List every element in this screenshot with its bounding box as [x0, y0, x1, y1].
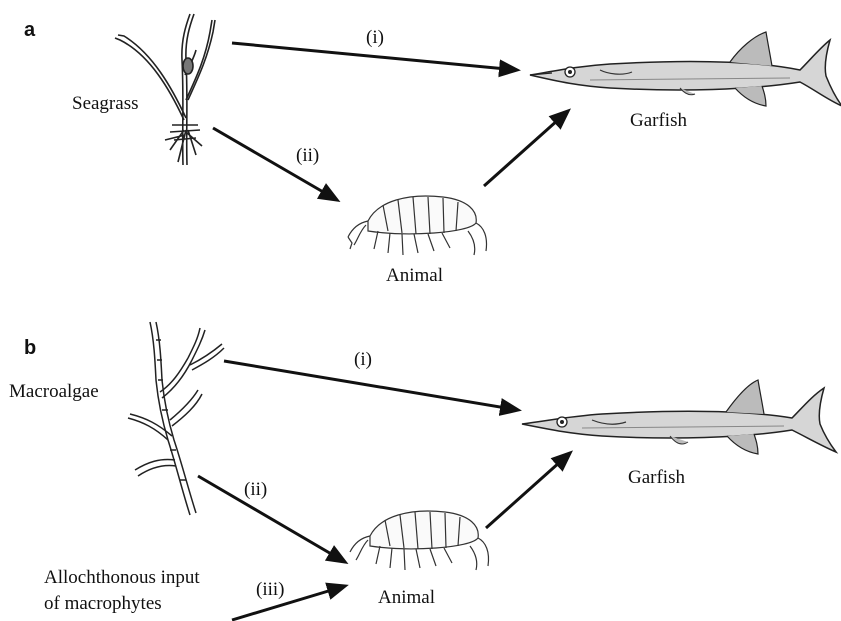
allochthonous-label-line1: Allochthonous input — [44, 568, 200, 587]
allochthonous-label-line2: of macrophytes — [44, 594, 162, 613]
garfish-icon — [522, 380, 836, 454]
amphipod-icon — [348, 196, 487, 255]
macroalgae-icon — [128, 322, 224, 515]
arrow-animal-to-garfish — [484, 111, 568, 186]
animal-label-b: Animal — [378, 588, 435, 607]
garfish-label-a: Garfish — [630, 111, 687, 130]
macroalgae-label: Macroalgae — [9, 382, 99, 401]
seagrass-icon — [115, 14, 215, 165]
panel-a: a Seagrass (i) (ii) Animal Garfish — [0, 0, 841, 300]
arrow-macroalgae-to-animal — [198, 476, 345, 562]
path-label-ii-b: (ii) — [244, 480, 267, 499]
panel-b: b Macroalgae (i) (ii) (iii) Allochthonou… — [0, 300, 841, 621]
panel-a-letter: a — [24, 20, 35, 40]
seagrass-label: Seagrass — [72, 94, 138, 113]
animal-label-a: Animal — [386, 266, 443, 285]
path-label-i-a: (i) — [366, 28, 384, 47]
path-label-ii-a: (ii) — [296, 146, 319, 165]
garfish-icon — [530, 32, 841, 106]
panel-a-drawing — [0, 0, 841, 300]
arrow-animal-b-to-garfish — [486, 453, 570, 528]
path-label-iii-b: (iii) — [256, 580, 285, 599]
panel-b-letter: b — [24, 338, 36, 358]
amphipod-icon — [350, 511, 489, 570]
path-label-i-b: (i) — [354, 350, 372, 369]
arrow-allochthonous-to-animal — [232, 586, 345, 620]
garfish-label-b: Garfish — [628, 468, 685, 487]
